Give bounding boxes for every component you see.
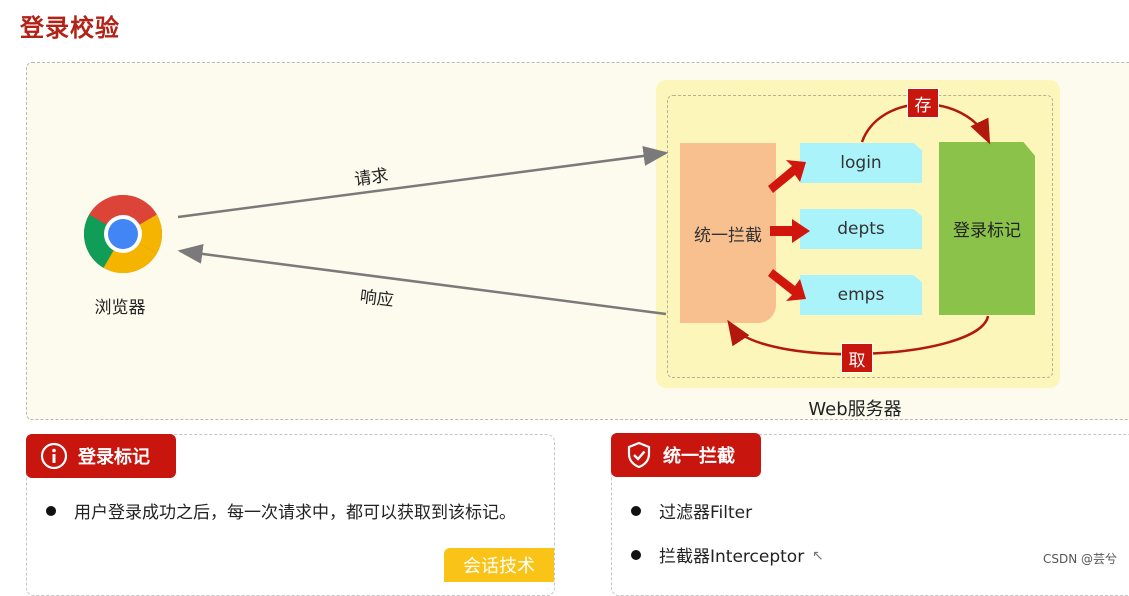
web-server-inner-border [667,95,1053,378]
list-item: 用户登录成功之后，每一次请求中，都可以获取到该标记。 [46,498,516,523]
login-mark-label: 登录标记 [953,221,1021,241]
request-label: 请求 [353,165,390,191]
interception-card-title: 统一拦截 [663,446,735,467]
login-mark-item-text: 用户登录成功之后，每一次请求中，都可以获取到该标记。 [74,503,516,523]
filter-item-text: 过滤器Filter [659,503,753,523]
web-server-label: Web服务器 [808,399,902,420]
page-title: 登录校验 [20,14,120,42]
info-icon [40,442,68,470]
store-tag: 存 [907,88,939,118]
interceptor-item-text: 拦截器Interceptor [659,547,805,567]
chrome-browser-icon [83,194,163,274]
endpoint-emps-label: emps [837,285,885,305]
interception-card-header: 统一拦截 [611,433,761,477]
bullet-icon [46,505,56,516]
mouse-cursor-icon: ↖ [812,548,824,564]
endpoint-login: login [800,143,922,183]
endpoint-depts: depts [800,209,922,249]
endpoint-emps: emps [800,275,922,315]
list-item: 过滤器Filter [631,498,752,523]
interceptor-label: 统一拦截 [694,225,762,246]
endpoint-depts-label: depts [837,219,885,239]
fetch-tag: 取 [841,343,873,373]
list-item: 拦截器Interceptor [631,542,804,567]
interceptor-block: 统一拦截 [680,143,776,323]
login-mark-block: 登录标记 [939,142,1035,315]
session-tech-tag: 会话技术 [444,548,554,582]
shield-check-icon [627,441,651,469]
response-label: 响应 [358,286,395,311]
bullet-icon [631,505,641,516]
bullet-icon [631,549,641,560]
watermark: CSDN @芸兮 [1042,552,1117,566]
endpoint-login-label: login [840,153,882,173]
login-mark-card-header: 登录标记 [26,434,176,478]
login-mark-card-title: 登录标记 [78,447,150,468]
browser-label: 浏览器 [94,298,146,318]
